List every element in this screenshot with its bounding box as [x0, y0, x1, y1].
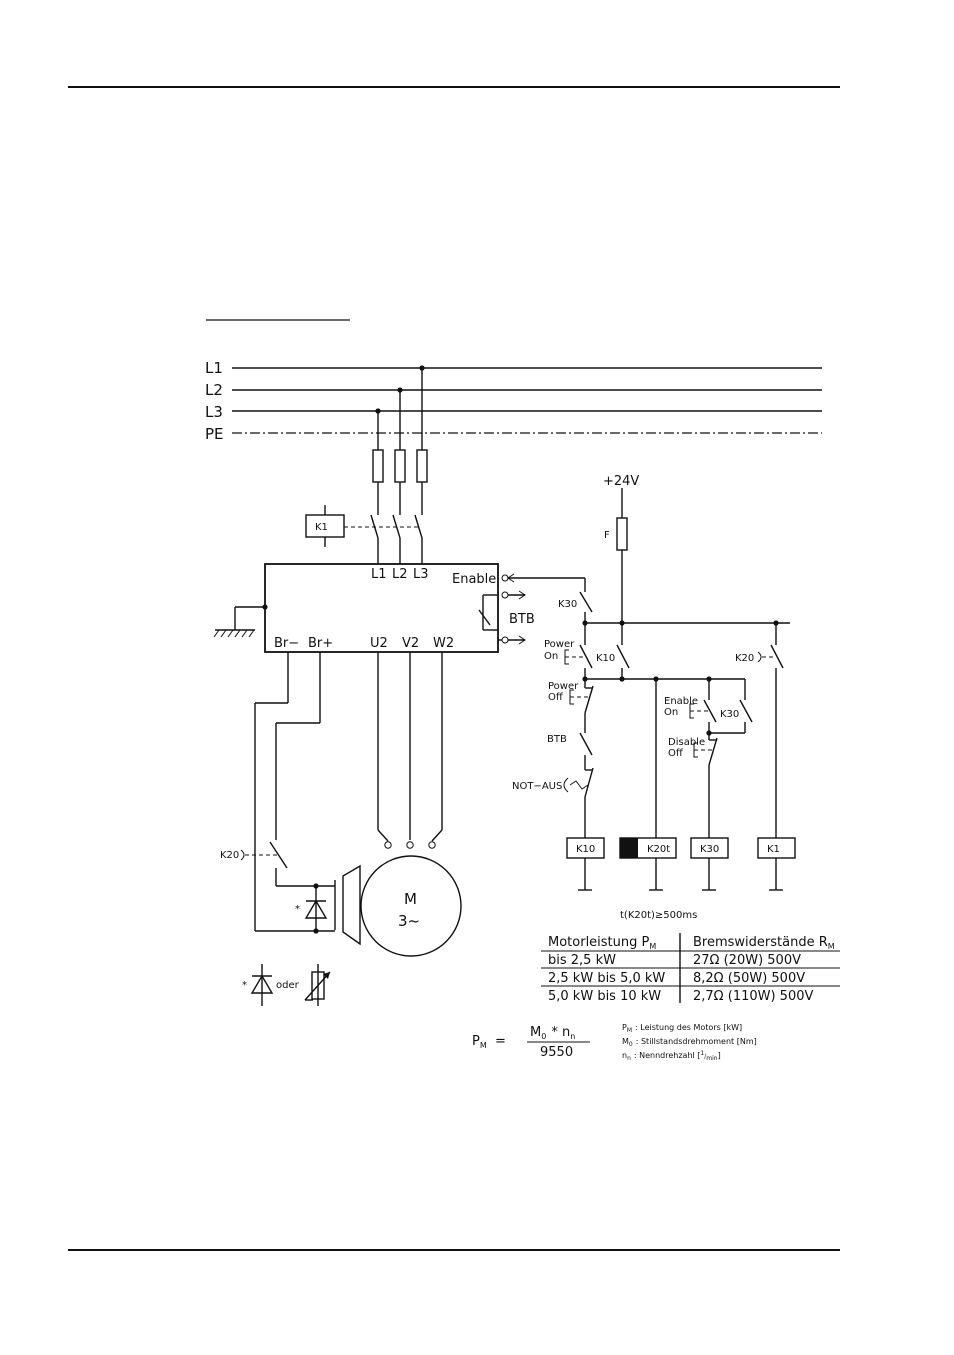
power-on-label-2: On: [544, 651, 558, 662]
brake-circuit: * K20: [220, 652, 335, 934]
motor-label: M: [404, 890, 417, 908]
power-off-label-2: Off: [548, 692, 564, 703]
table-header-right: Bremswiderstände RM: [693, 935, 835, 951]
table-row-1-right: 27Ω (20W) 500V: [693, 953, 801, 968]
supply-label: +24V: [603, 474, 639, 489]
drive-terminal-v2: V2: [402, 636, 419, 651]
motor-phase-label: 3~: [398, 912, 420, 930]
disable-off-label-2: Off: [668, 748, 684, 759]
enable-on-label-1: Enable: [664, 696, 698, 707]
disable-off-label-1: Disable: [668, 737, 705, 748]
drive-terminal-l1: L1: [371, 567, 387, 582]
motor-wiring: M 3~: [334, 652, 462, 957]
power-off-label-1: Power: [548, 681, 579, 692]
table-row-1-left: bis 2,5 kW: [548, 953, 616, 968]
fuse-label: F: [604, 530, 610, 541]
drive-terminal-enable: Enable: [452, 572, 496, 587]
not-aus-label: NOT−AUS: [512, 781, 562, 792]
k20-contact-label: K20: [735, 653, 754, 664]
formula-equals: =: [495, 1034, 506, 1049]
servo-drive: L1 L2 L3 Enable BTB Br− Br+ U2 V2 W2: [213, 563, 585, 653]
legend-m0: M0: Stillstandsdrehmoment [Nm]: [622, 1037, 757, 1048]
formula-denominator: 9550: [540, 1045, 573, 1060]
table-header-left: Motorleistung PM: [548, 935, 656, 951]
table-row-3-left: 5,0 kW bis 10 kW: [548, 989, 661, 1004]
drive-terminal-l2: L2: [392, 567, 408, 582]
k30-hold-contact-label: K30: [720, 709, 739, 720]
mains-fuses: [344, 368, 428, 564]
legend-nn: nn: Nenndrehzahl [1/min]: [622, 1050, 721, 1062]
enable-on-label-2: On: [664, 707, 678, 718]
timing-note: t(K20t)≥500ms: [620, 910, 697, 921]
coil-k30-label: K30: [700, 844, 719, 855]
bus-label-l3: L3: [205, 403, 223, 421]
table-row-2-right: 8,2Ω (50W) 500V: [693, 971, 805, 986]
k10-holding-contact-label: K10: [596, 653, 615, 664]
btb-contact-label: BTB: [547, 734, 567, 745]
drive-terminal-btb: BTB: [509, 612, 535, 627]
bus-label-l2: L2: [205, 381, 223, 399]
bus-label-pe: PE: [205, 425, 224, 443]
power-on-label-1: Power: [544, 639, 575, 650]
k1-contactor: K1: [305, 505, 345, 547]
formula-lhs: PM: [472, 1034, 487, 1050]
coil-k1-label: K1: [767, 844, 780, 855]
oder-label: oder: [276, 980, 300, 991]
control-circuit: +24V F K30 Power On K10 K20: [512, 474, 796, 921]
legend-pm: PM: Leistung des Motors [kW]: [622, 1023, 742, 1034]
brake-resistor-table: Motorleistung PM Bremswiderstände RM bis…: [541, 933, 840, 1004]
drive-terminal-br-plus: Br+: [308, 636, 333, 651]
bus-label-l1: L1: [205, 359, 223, 377]
drive-terminal-w2: W2: [433, 636, 454, 651]
diode-star: *: [295, 904, 300, 915]
drive-terminal-u2: U2: [370, 636, 388, 651]
suppressor-alternative: * oder: [242, 964, 331, 1006]
mains-bus: L1 L2 L3 PE: [205, 359, 822, 443]
drive-terminal-l3: L3: [413, 567, 429, 582]
power-formula: PM = M0* nn 9550 PM: Leistung des Motors…: [472, 1023, 757, 1062]
coil-k20t-label: K20t: [647, 844, 670, 855]
table-row-2-left: 2,5 kW bis 5,0 kW: [548, 971, 665, 986]
k30-enable-contact-label: K30: [558, 599, 577, 610]
suppressor-star: *: [242, 980, 247, 991]
formula-numerator: M0* nn: [530, 1025, 575, 1041]
drive-terminal-br-minus: Br−: [274, 636, 299, 651]
k20-brake-contact-label: K20: [220, 850, 239, 861]
table-row-3-right: 2,7Ω (110W) 500V: [693, 989, 813, 1004]
coil-k10-label: K10: [576, 844, 595, 855]
k1-contactor-label: K1: [315, 522, 328, 533]
